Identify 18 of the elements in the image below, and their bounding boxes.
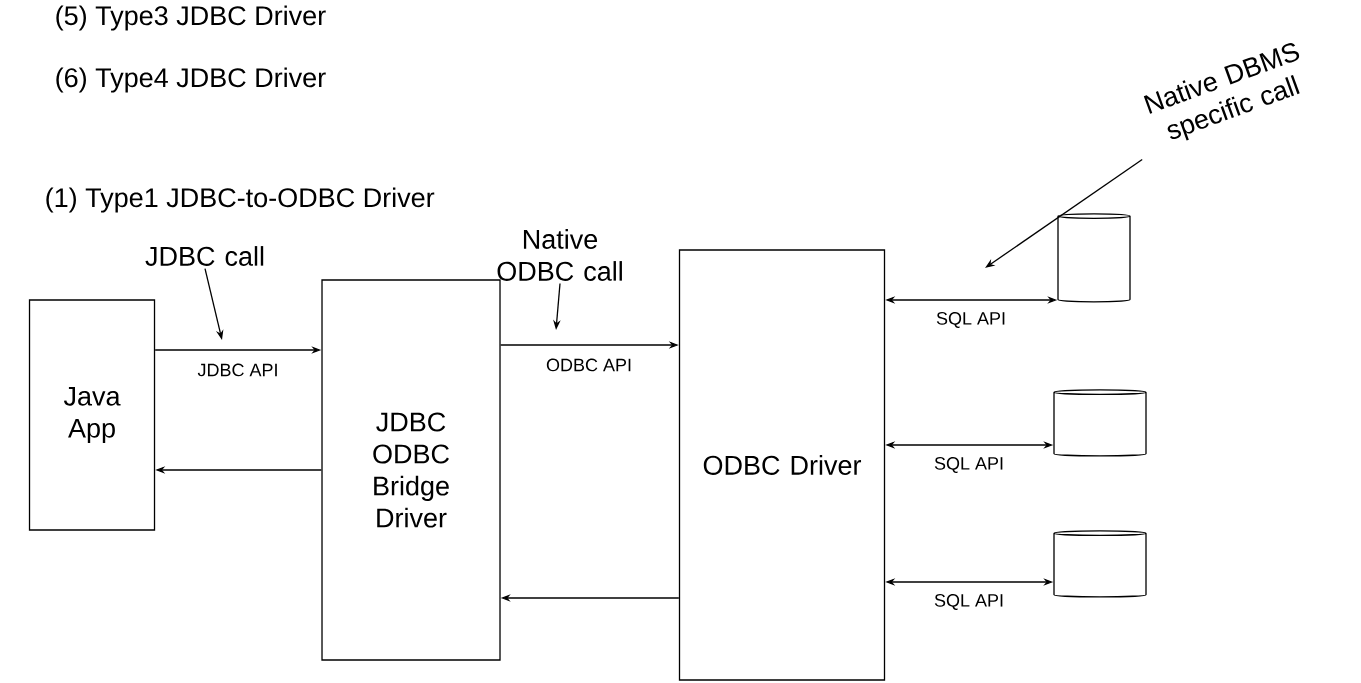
edge-label: JDBC API — [196, 362, 280, 378]
database-cylinder — [1053, 389, 1147, 457]
heading: (6) Type4 JDBC Driver — [56, 67, 326, 93]
callout-text: JDBC call — [145, 246, 264, 266]
heading: (1) Type1 JDBC-to-ODBC Driver — [46, 187, 435, 213]
edge-label: SQL API — [935, 311, 1007, 329]
callout-text: Native ODBC call — [497, 229, 622, 281]
leader-line — [985, 158, 1143, 268]
component-box: JDBC ODBC Bridge Driver — [321, 279, 501, 661]
component-box: Java App — [28, 299, 156, 531]
database-cylinder — [1053, 530, 1147, 598]
database-cylinder — [1057, 213, 1131, 303]
heading: (5) Type3 JDBC Driver — [56, 5, 326, 31]
component-box: ODBC Driver — [678, 249, 886, 681]
edge-label: SQL API — [933, 456, 1005, 474]
callout-text: Native DBMS specific call — [1143, 43, 1300, 141]
edge-label: SQL API — [933, 593, 1005, 611]
edge-label: ODBC API — [545, 357, 633, 373]
